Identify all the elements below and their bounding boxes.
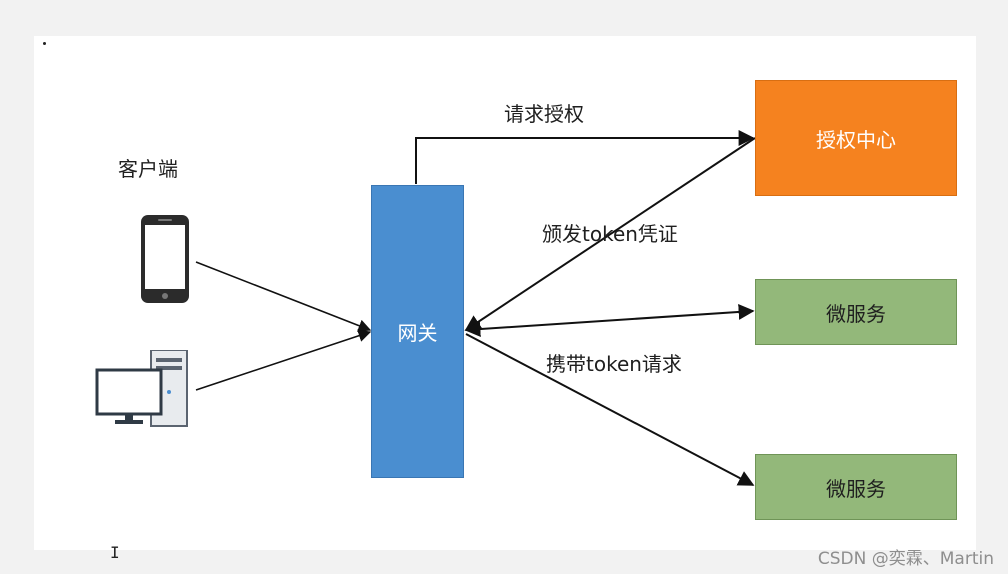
auth-center-node: 授权中心 (755, 80, 957, 196)
issue-token-arrow (464, 137, 756, 331)
stray-dot (43, 42, 46, 45)
desktop-computer-icon (95, 350, 188, 427)
microservice-node-2: 微服务 (755, 454, 957, 520)
request-auth-arrow (415, 130, 755, 184)
request-auth-label: 请求授权 (504, 102, 584, 126)
gateway-to-service-1-arrow (464, 303, 755, 338)
phone-to-gateway-line (195, 261, 372, 332)
text-cursor-icon: I (110, 543, 120, 562)
carry-token-label: 携带token请求 (546, 352, 682, 376)
client-label: 客户端 (118, 157, 178, 181)
microservice-node-1: 微服务 (755, 279, 957, 345)
computer-to-gateway-line (195, 329, 372, 391)
watermark: CSDN @奕霖、Martin (817, 549, 994, 569)
issue-token-label: 颁发token凭证 (542, 222, 678, 246)
gateway-node: 网关 (371, 185, 464, 478)
smartphone-icon (141, 215, 189, 303)
carry-token-arrow (465, 333, 755, 486)
